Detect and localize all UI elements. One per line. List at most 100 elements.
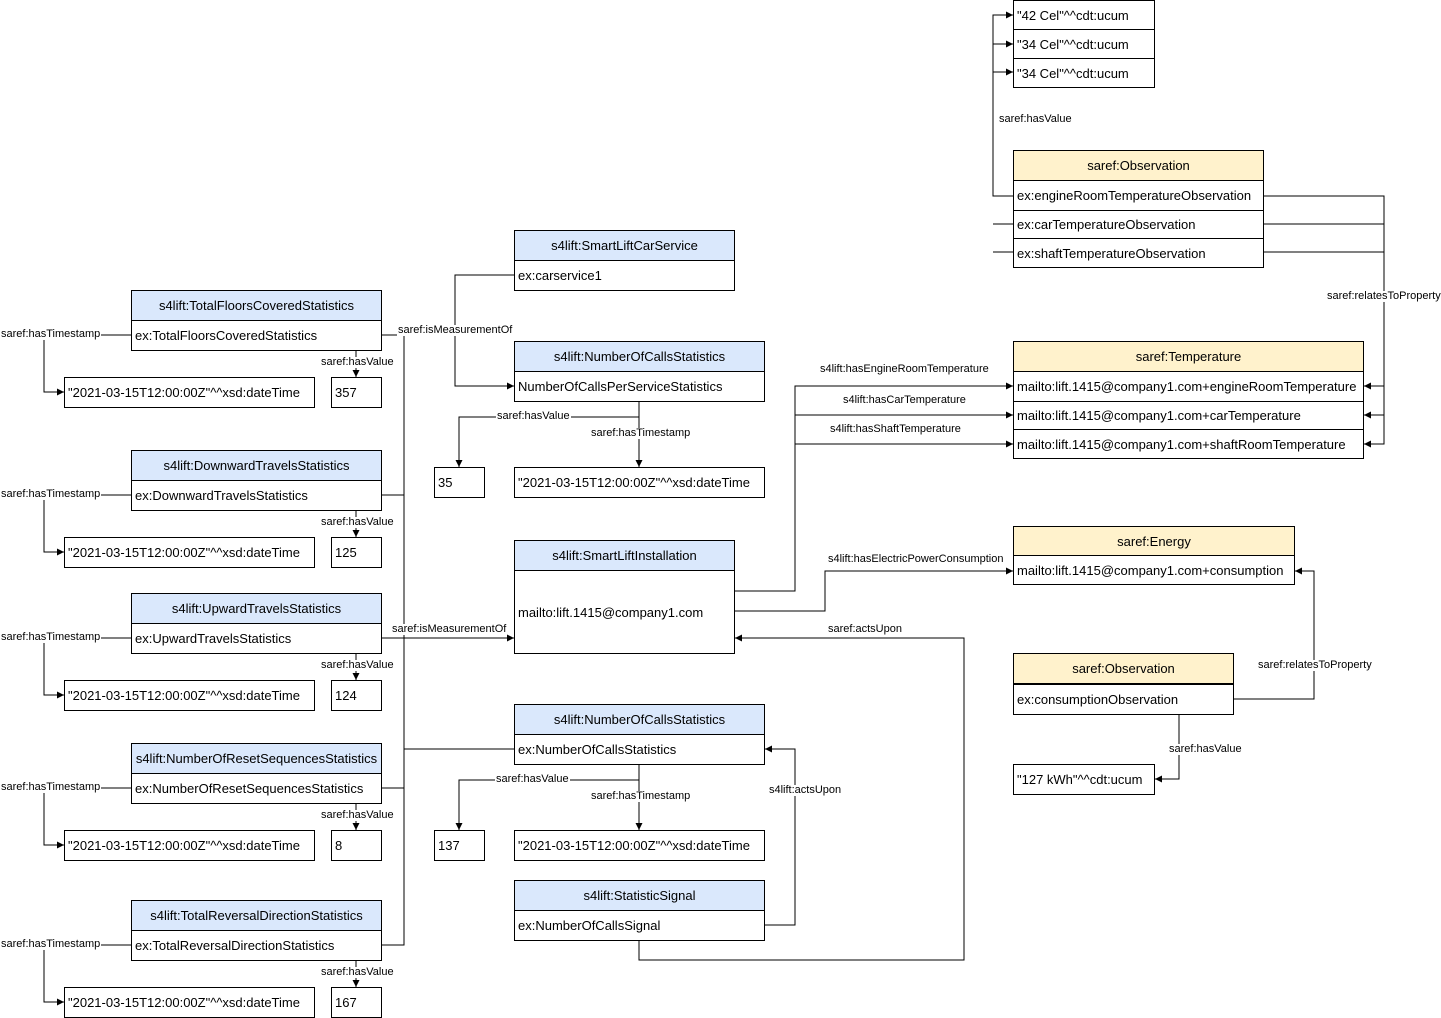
arrow-head [455,460,463,467]
edge-line [382,334,405,946]
arrow-head [1364,382,1371,390]
statistic-value-literal[interactable]: 124 [331,680,382,711]
arrow-head [1295,567,1302,575]
smart-lift-installation-node[interactable]: s4lift:SmartLiftInstallation mailto:lift… [514,540,735,654]
edge-label-has-timestamp: saref:hasTimestamp [0,938,102,950]
energy-value-literal[interactable]: "127 kWh"^^cdt:ucum [1013,764,1155,795]
temperature-value-literal[interactable]: "42 Cel"^^cdt:ucum [1013,0,1155,30]
arrow-head [57,691,64,699]
statistic-value-literal[interactable]: 167 [331,987,382,1018]
edge-label-acts-upon: saref:actsUpon [827,623,903,635]
timestamp-literal[interactable]: "2021-03-15T12:00:00Z"^^xsd:dateTime [514,830,765,861]
node-instance-engine-room: mailto:lift.1415@company1.com+engineRoom… [1017,379,1357,394]
node-instance-car: ex:carTemperatureObservation [1014,210,1263,238]
arrow-head [635,460,643,467]
edge-label-relates-to-property: saref:relatesToProperty [1326,290,1441,302]
edge-label-has-value: saref:hasValue [320,659,395,671]
node-title: s4lift:UpwardTravelsStatistics [132,594,381,624]
arrow-head [352,530,360,537]
total-floors-covered-statistics-node[interactable]: s4lift:TotalFloorsCoveredStatistics ex:T… [131,290,382,351]
total-reversal-direction-statistics-node[interactable]: s4lift:TotalReversalDirectionStatistics … [131,900,382,961]
node-instance: ex:UpwardTravelsStatistics [135,631,292,646]
temperature-value-literal[interactable]: "34 Cel"^^cdt:ucum [1013,29,1155,59]
edge-label-has-timestamp: saref:hasTimestamp [0,328,102,340]
arrow-head [57,998,64,1006]
node-instance: ex:DownwardTravelsStatistics [135,488,308,503]
arrow-head [57,548,64,556]
edge-label-has-engine-room-temperature: s4lift:hasEngineRoomTemperature [819,363,990,375]
edge-label-has-timestamp: saref:hasTimestamp [0,631,102,643]
node-title: s4lift:NumberOfResetSequencesStatistics [132,744,381,774]
node-title: s4lift:SmartLiftInstallation [515,541,734,571]
timestamp-literal[interactable]: "2021-03-15T12:00:00Z"^^xsd:dateTime [64,377,315,408]
node-instance: ex:NumberOfCallsSignal [518,918,661,933]
statistic-value-literal[interactable]: 8 [331,830,382,861]
statistic-value-literal[interactable]: 125 [331,537,382,568]
arrow-head [57,841,64,849]
edge-label-has-timestamp: saref:hasTimestamp [590,427,692,439]
edge-label-has-value: saref:hasValue [320,356,395,368]
edge-line [992,14,1013,197]
upward-travels-statistics-node[interactable]: s4lift:UpwardTravelsStatistics ex:Upward… [131,593,382,654]
edge-label-has-timestamp: saref:hasTimestamp [590,790,692,802]
node-title: saref:Energy [1014,527,1294,556]
node-title: saref:Observation [1014,151,1263,181]
edge-label-has-value: saref:hasValue [320,809,395,821]
arrow-head [1006,567,1013,575]
edge-label-has-timestamp: saref:hasTimestamp [0,781,102,793]
node-title: saref:Observation [1014,654,1233,685]
statistic-signal-node[interactable]: s4lift:StatisticSignal ex:NumberOfCallsS… [514,880,765,941]
calls-value-literal[interactable]: 35 [434,467,485,498]
edge-label-is-measurement-of: saref:isMeasurementOf [397,324,514,336]
arrow-head [635,823,643,830]
temperature-observation-node[interactable]: saref:Observation ex:engineRoomTemperatu… [1013,150,1264,268]
edge-label-has-value: saref:hasValue [496,410,571,422]
edge-label-has-shaft-temperature: s4lift:hasShaftTemperature [829,423,962,435]
arrow-head [507,634,514,642]
arrow-head [1155,775,1162,783]
timestamp-literal[interactable]: "2021-03-15T12:00:00Z"^^xsd:dateTime [64,987,315,1018]
edge-label-has-car-temperature: s4lift:hasCarTemperature [842,394,967,406]
node-title: s4lift:TotalFloorsCoveredStatistics [132,291,381,321]
timestamp-literal[interactable]: "2021-03-15T12:00:00Z"^^xsd:dateTime [64,537,315,568]
calls-value-literal[interactable]: 137 [434,830,485,861]
consumption-observation-node[interactable]: saref:Observation ex:consumptionObservat… [1013,653,1234,715]
arrow-head [1364,440,1371,448]
arrow-head [352,980,360,987]
node-instance-shaft: ex:shaftTemperatureObservation [1014,238,1263,267]
arrow-head [352,823,360,830]
node-title: s4lift:NumberOfCallsStatistics [515,705,764,735]
timestamp-literal[interactable]: "2021-03-15T12:00:00Z"^^xsd:dateTime [64,830,315,861]
arrow-head [1364,411,1371,419]
temperature-value-literal[interactable]: "34 Cel"^^cdt:ucum [1013,58,1155,88]
arrow-head [1006,68,1013,76]
node-title: s4lift:SmartLiftCarService [515,231,734,261]
node-instance: NumberOfCallsPerServiceStatistics [518,379,723,394]
arrow-head [1006,40,1013,48]
edge-label-has-value: saref:hasValue [1168,743,1243,755]
arrow-head [1006,411,1013,419]
downward-travels-statistics-node[interactable]: s4lift:DownwardTravelsStatistics ex:Down… [131,450,382,511]
arrow-head [765,745,772,753]
number-of-calls-statistics-node-top[interactable]: s4lift:NumberOfCallsStatistics NumberOfC… [514,341,765,402]
node-instance: ex:TotalFloorsCoveredStatistics [135,328,318,343]
timestamp-literal[interactable]: "2021-03-15T12:00:00Z"^^xsd:dateTime [64,680,315,711]
number-of-calls-statistics-node-bottom[interactable]: s4lift:NumberOfCallsStatistics ex:Number… [514,704,765,765]
smart-lift-car-service-node[interactable]: s4lift:SmartLiftCarService ex:carservice… [514,230,735,291]
number-of-reset-sequences-statistics-node[interactable]: s4lift:NumberOfResetSequencesStatistics … [131,743,382,804]
energy-node[interactable]: saref:Energy mailto:lift.1415@company1.c… [1013,526,1295,585]
node-title: s4lift:StatisticSignal [515,881,764,911]
node-instance-engine-room: ex:engineRoomTemperatureObservation [1017,188,1252,203]
timestamp-literal[interactable]: "2021-03-15T12:00:00Z"^^xsd:dateTime [514,467,765,498]
edge-label-has-value: saref:hasValue [998,113,1073,125]
arrow-head [1006,382,1013,390]
statistic-value-literal[interactable]: 357 [331,377,382,408]
node-instance-shaft: mailto:lift.1415@company1.com+shaftRoomT… [1014,429,1363,458]
temperature-node[interactable]: saref:Temperature mailto:lift.1415@compa… [1013,341,1364,459]
arrow-head [352,673,360,680]
node-instance: ex:NumberOfResetSequencesStatistics [135,781,364,796]
node-instance: ex:carservice1 [518,268,602,283]
arrow-head [455,823,463,830]
edge-label-acts-upon: s4lift:actsUpon [768,784,843,796]
node-title: s4lift:NumberOfCallsStatistics [515,342,764,372]
